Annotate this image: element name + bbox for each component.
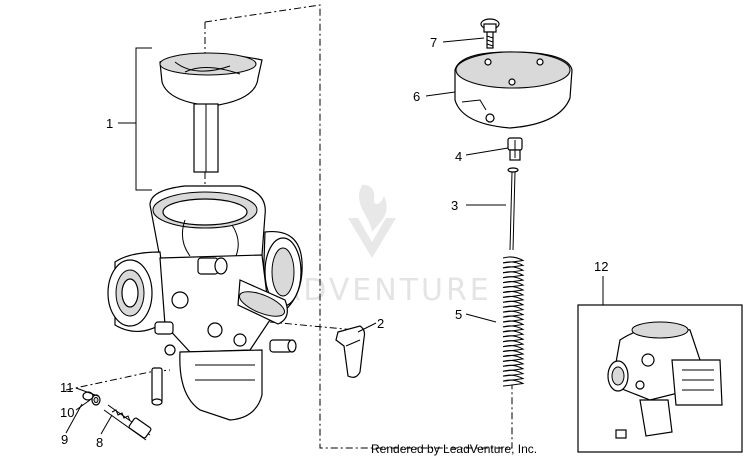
carburetor-body — [107, 185, 303, 421]
vacuum-piston-assembly — [135, 47, 263, 191]
callout-2: 2 — [377, 316, 384, 331]
callout-9: 9 — [61, 432, 68, 447]
callout-10: 10 — [60, 405, 74, 420]
callout-12: 12 — [594, 259, 608, 274]
jet-needle — [507, 167, 519, 251]
top-cap — [454, 51, 573, 129]
assembly-lines — [65, 4, 513, 449]
spring — [502, 256, 525, 387]
callout-3: 3 — [451, 198, 458, 213]
leader-lines — [65, 37, 604, 435]
callout-4: 4 — [455, 149, 462, 164]
needle-clip — [507, 137, 523, 161]
cap-bolt — [480, 18, 500, 49]
hose-fitting — [335, 325, 366, 378]
assembly-inset — [577, 304, 743, 453]
callout-5: 5 — [455, 307, 462, 322]
credit-text: Rendered by LeadVenture, Inc. — [371, 442, 537, 456]
callout-8: 8 — [96, 435, 103, 450]
callouts: 1 2 3 4 5 6 7 8 9 10 11 12 — [60, 35, 608, 450]
pilot-screw — [103, 404, 152, 441]
callout-6: 6 — [413, 89, 420, 104]
spring-coil — [502, 379, 525, 387]
callout-7: 7 — [430, 35, 437, 50]
callout-1: 1 — [106, 116, 113, 131]
callout-11: 11 — [60, 380, 74, 395]
